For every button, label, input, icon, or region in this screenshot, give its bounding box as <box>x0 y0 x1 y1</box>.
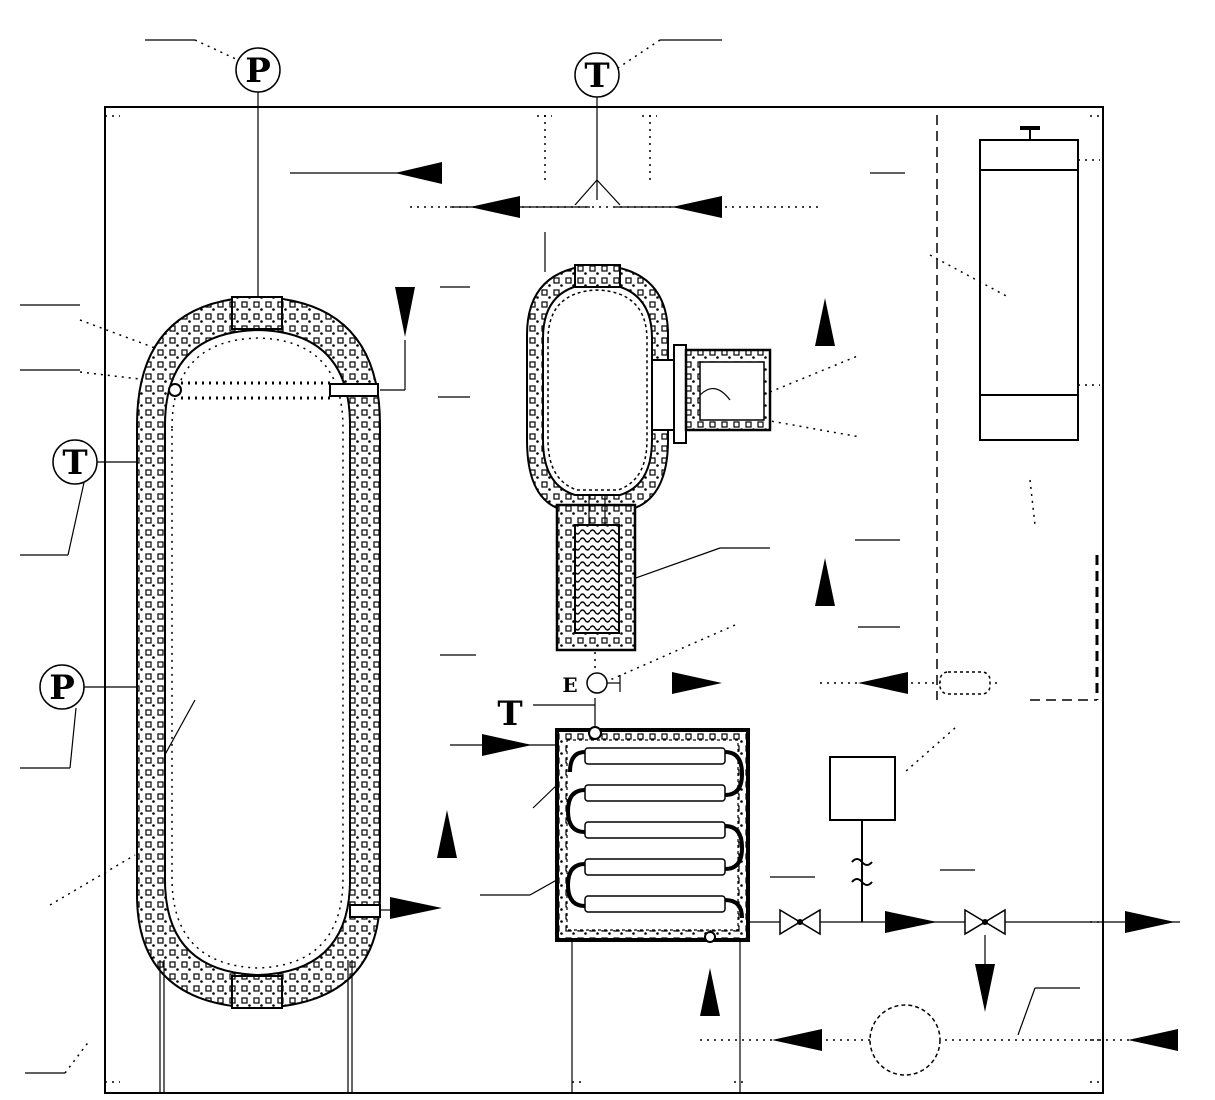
arrow-up <box>700 968 720 1016</box>
arrow-left <box>470 196 520 218</box>
tank-top-nozzle <box>231 296 283 330</box>
svg-text:T: T <box>497 694 522 734</box>
svg-text:P: P <box>245 51 271 91</box>
boundary-fitting <box>939 671 991 695</box>
valve-e: E <box>562 672 621 697</box>
separator-coil <box>574 524 620 634</box>
top-pressure-gauge: P <box>235 47 281 297</box>
outlet-valve-1 <box>779 908 821 936</box>
module-boundary <box>936 115 1099 701</box>
arrow-left <box>772 1029 822 1051</box>
arrow-up <box>437 810 457 858</box>
flow-arrows <box>390 162 1178 1051</box>
arrow-left <box>395 162 442 184</box>
svg-text:T: T <box>584 56 609 96</box>
reference-leaders <box>20 39 1080 1074</box>
separator-side-unit <box>651 344 772 444</box>
svg-text:T: T <box>62 443 87 483</box>
left-temperature-sensor: T <box>52 439 137 485</box>
exchanger-tubes <box>565 747 745 919</box>
separator-vessel <box>526 263 669 652</box>
piping <box>290 115 1180 1093</box>
arrow-down <box>975 964 995 1012</box>
arrow-left <box>1128 1029 1178 1051</box>
tank-lower-outlet <box>349 904 381 918</box>
arrow-left <box>672 196 722 218</box>
heat-exchanger <box>555 726 750 943</box>
arrow-right <box>885 911 937 933</box>
exchanger-temperature-sensor: T <box>497 694 522 734</box>
arrow-right <box>482 734 532 756</box>
arrow-right <box>672 672 722 694</box>
top-temperature-sensor: T <box>574 52 620 200</box>
tank-bottom-nozzle <box>231 975 283 1009</box>
left-pressure-gauge: P <box>39 664 137 710</box>
main-tank <box>136 295 381 1093</box>
tank-sparger <box>168 381 379 400</box>
separator-top-nozzle <box>574 264 621 288</box>
outlet-valve-2 <box>964 908 1006 936</box>
system-frame <box>104 106 1104 1094</box>
control-box <box>829 756 896 886</box>
pump <box>869 1004 941 1076</box>
svg-text:P: P <box>49 668 75 708</box>
storage-cylinder <box>979 126 1100 441</box>
arrow-up <box>815 298 835 346</box>
arrow-right <box>1125 911 1175 933</box>
arrow-up <box>815 558 835 606</box>
arrow-down <box>395 287 415 337</box>
arrow-left <box>858 672 908 694</box>
arrow-right <box>390 897 442 919</box>
svg-text:E: E <box>562 673 577 697</box>
